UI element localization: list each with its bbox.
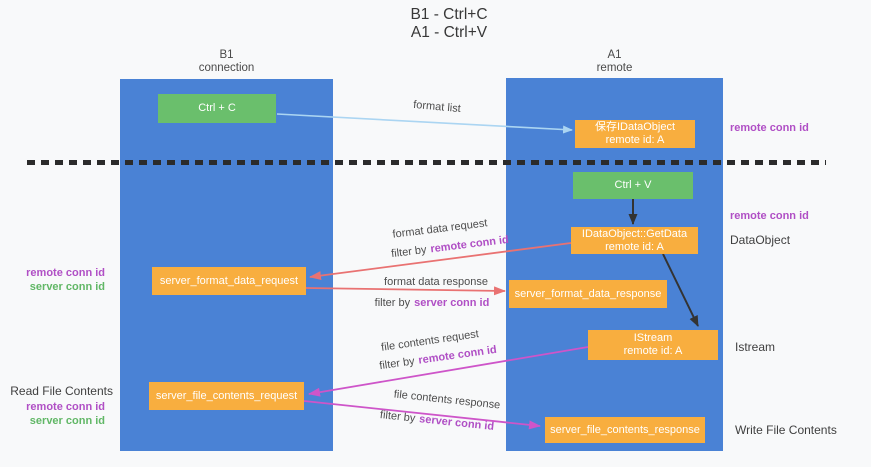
lane-b1-subtitle: connection <box>198 62 255 74</box>
node-getdata: IDataObject::GetData remote id: A <box>571 227 698 254</box>
filter-by-text: filter by <box>374 297 411 309</box>
annotation-remote-conn-id-left1: remote conn id <box>26 267 105 279</box>
server-conn-id-text: server conn id <box>418 413 495 433</box>
annotation-dataobject: DataObject <box>730 233 791 247</box>
node-istream-line2: remote id: A <box>623 345 683 357</box>
node-getdata-line1: IDataObject::GetData <box>581 227 688 240</box>
annotation-remote-conn-id-top: remote conn id <box>730 122 809 134</box>
node-getdata-line2: remote id: A <box>605 240 664 253</box>
annotation-read-file-contents: Read File Contents <box>10 384 113 398</box>
annotation-write-file-contents: Write File Contents <box>735 423 837 437</box>
annotation-remote-conn-id-left2: remote conn id <box>26 401 105 413</box>
node-ctrl-v-label: Ctrl + V <box>614 179 652 191</box>
node-ctrl-c: Ctrl + C <box>158 94 276 123</box>
node-server-format-data-response-label: server_format_data_response <box>514 287 662 300</box>
annotation-remote-conn-id-mid: remote conn id <box>730 210 809 222</box>
node-server-file-contents-response: server_file_contents_response <box>545 417 705 443</box>
edge-label-file-contents-response: file contents response <box>393 388 501 412</box>
page-title-line1: B1 - Ctrl+C <box>410 6 488 23</box>
filter-by-text: filter by <box>379 409 416 425</box>
node-server-file-contents-request: server_file_contents_request <box>149 382 304 410</box>
node-istream-line1: IStream <box>633 332 673 344</box>
lane-a1-title: A1 <box>607 49 622 61</box>
lane-b1-title: B1 <box>219 49 234 61</box>
node-save-dataobject-line1: 保存IDataObject <box>594 121 676 133</box>
filter-by-text: filter by <box>390 243 428 261</box>
annotation-server-conn-id-left1: server conn id <box>29 281 105 293</box>
node-server-file-contents-response-label: server_file_contents_response <box>550 423 700 436</box>
node-ctrl-v: Ctrl + V <box>573 172 693 199</box>
page-title: B1 - Ctrl+C A1 - Ctrl+V <box>410 6 487 42</box>
annotation-conn-ids-file: remote conn id server conn id <box>0 400 105 428</box>
page-title-line2: A1 - Ctrl+V <box>410 24 488 41</box>
lane-header-b1: B1 connection <box>120 49 333 75</box>
node-save-dataobject: 保存IDataObject remote id: A <box>575 120 695 148</box>
arrow-format-data-response <box>305 286 506 296</box>
remote-conn-id-text: remote conn id <box>417 343 498 367</box>
filter-by-text: filter by <box>378 355 416 373</box>
node-server-format-data-request: server_format_data_request <box>152 267 306 295</box>
annotation-server-conn-id-left2: server conn id <box>29 415 105 427</box>
node-istream: IStream remote id: A <box>588 330 718 360</box>
remote-conn-id-text: remote conn id <box>429 233 510 256</box>
annotation-istream: Istream <box>735 340 776 354</box>
node-ctrl-c-label: Ctrl + C <box>198 102 236 114</box>
lane-a1-subtitle: remote <box>596 62 633 74</box>
node-server-format-data-response: server_format_data_response <box>509 280 667 308</box>
node-server-format-data-request-label: server_format_data_request <box>159 274 299 287</box>
edge-label-format-data-response: format data response <box>384 276 488 288</box>
lane-header-a1: A1 remote <box>506 49 723 75</box>
node-server-file-contents-request-label: server_file_contents_request <box>155 389 298 402</box>
node-save-dataobject-line2: remote id: A <box>605 134 665 146</box>
edge-label-format-list: format list <box>412 98 462 116</box>
dashed-divider <box>27 160 826 165</box>
annotation-conn-ids-format: remote conn id server conn id <box>0 266 105 294</box>
server-conn-id-text: server conn id <box>414 297 490 309</box>
